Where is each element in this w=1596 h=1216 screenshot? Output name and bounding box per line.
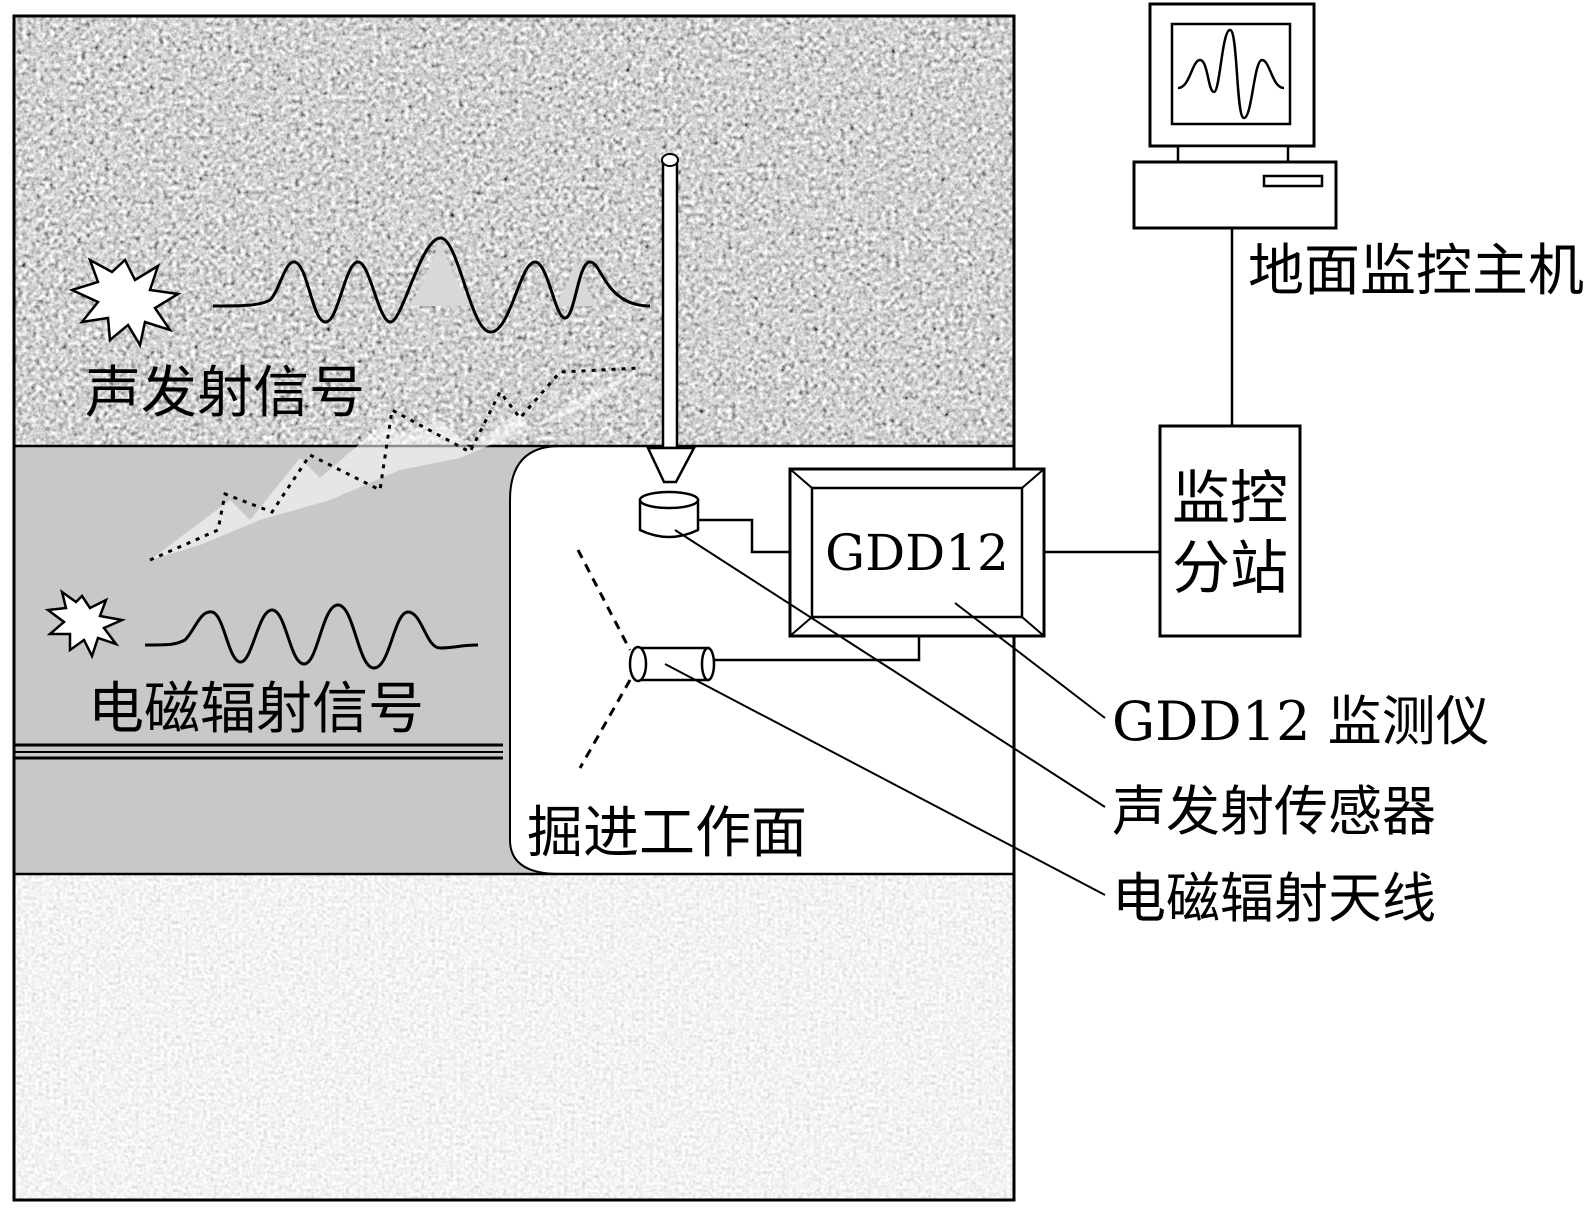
antenna-beam-lower — [578, 679, 632, 769]
em-antenna-back — [700, 646, 716, 682]
sensor-cable — [698, 518, 790, 554]
substation-label-2: 分站 — [1172, 534, 1288, 602]
leader-acoustic-sensor — [674, 529, 1106, 808]
antenna-cable — [714, 636, 921, 662]
antenna-beam-upper — [576, 549, 632, 651]
acoustic-sensor-top — [638, 490, 700, 510]
bevel-tl — [789, 468, 813, 489]
sensor-rod — [661, 158, 679, 450]
em-antenna-face — [628, 645, 648, 683]
bevel-bl — [789, 616, 813, 637]
callout-acoustic-sensor: 声发射传感器 — [1112, 780, 1436, 843]
acoustic-burst-icon — [68, 257, 182, 349]
roof-rock-layer — [14, 16, 1014, 446]
host-label: 地面监控主机 — [1248, 239, 1584, 304]
gdd12-monitor-inner — [810, 486, 1024, 619]
gdd12-monitor-box — [788, 467, 1046, 638]
acoustic-sensor — [638, 498, 700, 539]
callout-em-antenna: 电磁辐射天线 — [1112, 867, 1436, 930]
host-cpu-case — [1132, 160, 1338, 230]
sensor-mount — [646, 446, 697, 484]
leader-em-antenna — [664, 663, 1106, 896]
em-antenna — [640, 646, 710, 682]
host-drive-slot — [1262, 174, 1324, 188]
acoustic-waveform — [212, 236, 651, 334]
em-waveform — [144, 603, 479, 670]
sensor-rod-cap — [661, 153, 679, 167]
host-monitor-neck — [1176, 144, 1290, 164]
floor-rock-layer — [14, 874, 1014, 1200]
gdd12-unit-label: GDD12 — [825, 524, 1009, 582]
leader-monitor — [954, 602, 1106, 719]
bevel-br — [1021, 616, 1045, 637]
substation-label-1: 监控 — [1172, 464, 1288, 532]
host-screen-waveform — [1177, 28, 1285, 120]
face-label: 掘进工作面 — [527, 801, 807, 866]
callout-monitor: GDD12 监测仪 — [1112, 690, 1490, 753]
em-signal-label: 电磁辐射信号 — [88, 677, 424, 742]
bevel-tr — [1021, 468, 1045, 489]
em-burst-icon — [44, 589, 127, 660]
acoustic-signal-label: 声发射信号 — [85, 361, 365, 426]
substation-box — [1158, 424, 1302, 638]
